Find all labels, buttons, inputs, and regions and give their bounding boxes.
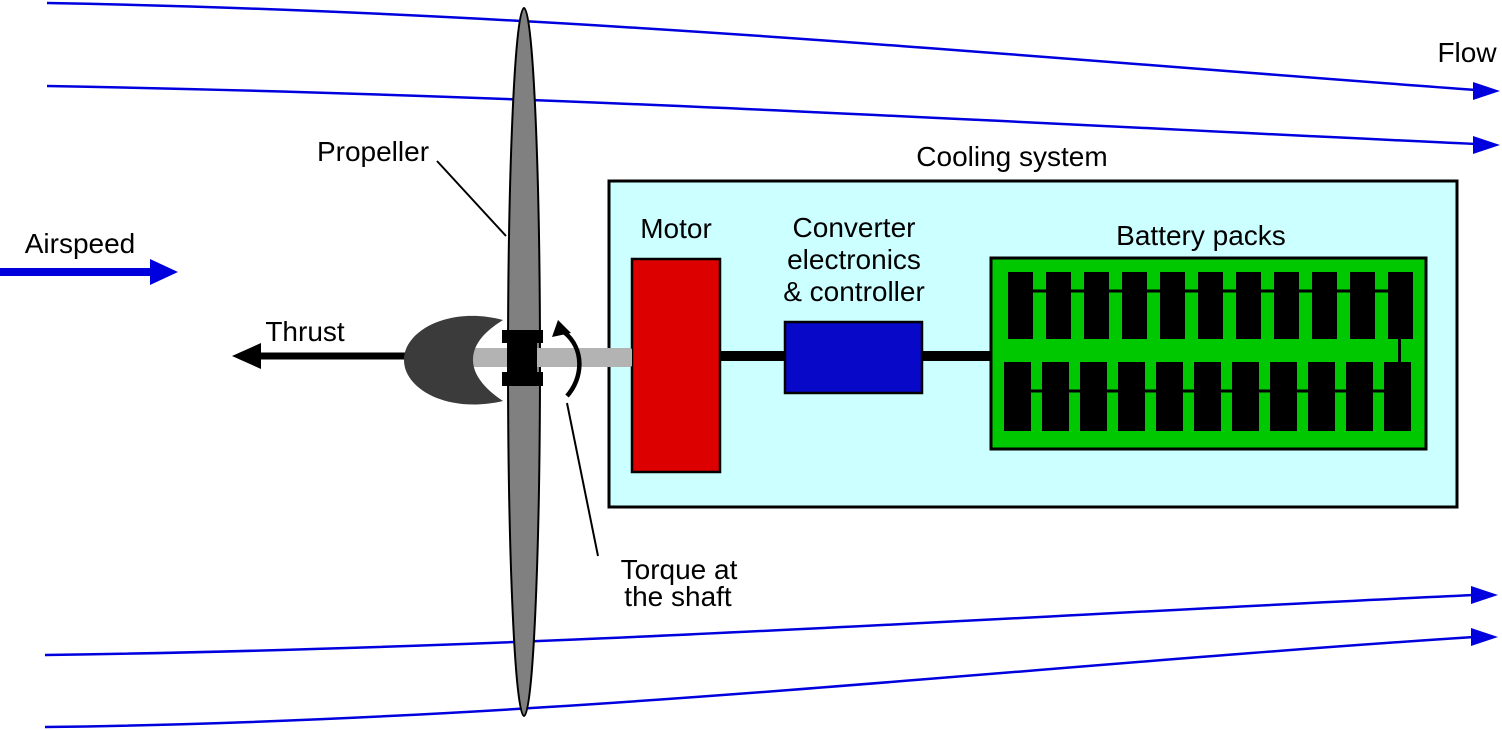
cell-link	[1145, 389, 1156, 393]
cell-link	[1299, 289, 1312, 293]
hub-top-bar	[502, 330, 543, 343]
torque-label-line2: the shaft	[624, 581, 732, 612]
airspeed-arrow	[0, 259, 178, 285]
battery-cell	[1312, 272, 1337, 339]
torque-arrowhead-icon	[552, 320, 571, 337]
spinner	[403, 315, 503, 405]
cell-link	[1185, 289, 1198, 293]
battery-cell	[1118, 362, 1145, 431]
battery-cell	[1156, 362, 1183, 431]
battery-cell	[1308, 362, 1335, 431]
torque-leader-line	[566, 402, 599, 557]
battery-packs-label: Battery packs	[1116, 220, 1286, 251]
torque-arc	[562, 330, 582, 398]
thrust-label: Thrust	[265, 316, 345, 347]
torque-label-line1: Torque at	[621, 554, 738, 585]
cell-link	[1033, 289, 1046, 293]
battery-cell	[1194, 362, 1221, 431]
converter-block	[783, 320, 924, 395]
battery-cell	[1232, 362, 1259, 431]
flow-line-bottom-inner	[44, 593, 1475, 657]
battery-cell	[1274, 272, 1299, 339]
converter-label-line2: electronics	[787, 244, 921, 275]
flow-arrowhead-icon	[1471, 628, 1498, 646]
cell-link	[1147, 289, 1160, 293]
row-interlink	[1398, 339, 1401, 362]
flow-streamlines	[44, 1, 1500, 729]
battery-cell	[1388, 272, 1413, 339]
cell-link	[1031, 389, 1042, 393]
motor-label: Motor	[640, 213, 712, 244]
torque-rotation-arrow-icon	[552, 320, 582, 398]
cell-link	[1221, 389, 1232, 393]
cell-link	[1261, 289, 1274, 293]
thrust-arrowhead-icon	[232, 343, 261, 369]
cell-link	[1069, 389, 1080, 393]
cooling-system-label: Cooling system	[916, 141, 1107, 172]
flow-line-top-outer	[46, 1, 1477, 92]
battery-cell	[1084, 272, 1109, 339]
motor-block	[630, 257, 722, 474]
flow-label: Flow	[1437, 37, 1497, 68]
propeller-leader-line	[436, 160, 507, 237]
flow-arrowhead-icon	[1473, 82, 1500, 100]
cell-link	[1107, 389, 1118, 393]
propeller-hub	[502, 330, 543, 386]
battery-cell	[1008, 272, 1033, 339]
flow-line-top-inner	[46, 84, 1477, 146]
flow-line-bottom-outer	[44, 635, 1475, 729]
cell-link	[1071, 289, 1084, 293]
battery-cell	[1080, 362, 1107, 431]
battery-cell	[1270, 362, 1297, 431]
hub-middle	[507, 343, 537, 372]
airspeed-arrowhead-icon	[150, 259, 178, 285]
battery-cell	[1346, 362, 1373, 431]
battery-cell	[1236, 272, 1261, 339]
hub-bottom-bar	[502, 372, 543, 386]
cell-link	[1183, 389, 1194, 393]
cell-link	[1375, 289, 1388, 293]
cell-link	[1259, 389, 1270, 393]
thrust-arrow	[232, 343, 408, 369]
propeller-label: Propeller	[317, 136, 429, 167]
cell-link	[1297, 389, 1308, 393]
converter-label-line1: Converter	[793, 212, 916, 243]
battery-cell	[1004, 362, 1031, 431]
flow-arrowhead-icon	[1471, 586, 1498, 604]
propeller-shaft	[468, 348, 632, 367]
battery-cell	[1046, 272, 1071, 339]
cell-link	[1109, 289, 1122, 293]
cell-link	[1223, 289, 1236, 293]
cell-link	[1335, 389, 1346, 393]
cell-link	[1337, 289, 1350, 293]
airspeed-label: Airspeed	[25, 228, 136, 259]
cell-link	[1373, 389, 1384, 393]
battery-cell	[1350, 272, 1375, 339]
battery-cell	[1198, 272, 1223, 339]
battery-cell	[1384, 362, 1411, 431]
battery-cell	[1160, 272, 1185, 339]
battery-cells	[1004, 272, 1413, 431]
converter-label-line3: & controller	[783, 276, 925, 307]
flow-arrowhead-icon	[1473, 136, 1500, 154]
battery-cell	[1042, 362, 1069, 431]
battery-cell	[1122, 272, 1147, 339]
